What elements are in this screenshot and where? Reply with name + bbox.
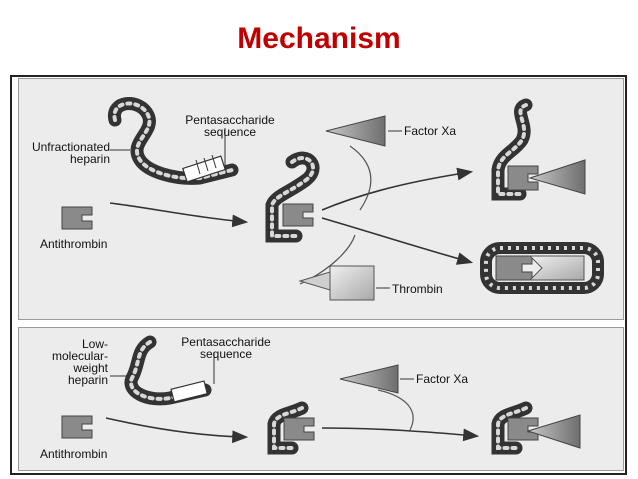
- antithrombin-label-bottom: Antithrombin: [40, 447, 108, 461]
- factor-xa-label-bottom: Factor Xa: [416, 372, 469, 386]
- antithrombin-label-top: Antithrombin: [40, 237, 108, 251]
- arrow-to-thrombin-complex: [321, 217, 474, 265]
- factor-xa-approach-curve: [349, 145, 372, 211]
- pentasaccharide-label-line1-top: Pentasaccharide: [185, 113, 275, 127]
- arrow-binding-top: [109, 202, 249, 228]
- thrombin-shape: [298, 265, 390, 301]
- lmwh-label-line4: heparin: [67, 373, 108, 387]
- lmwh-panel: [18, 327, 624, 471]
- pentasaccharide-label-line2-top: sequence: [203, 125, 257, 139]
- factor-xa-inhibited-complex-top: [491, 98, 586, 201]
- factor-xa-shape-top: [325, 115, 402, 147]
- antithrombin-shape-top: [61, 206, 93, 230]
- unfractionated-heparin-label-line1: Unfractionated: [31, 140, 110, 154]
- lmwh-antithrombin-complex: [267, 401, 315, 455]
- diagram-frame: [10, 75, 627, 475]
- pentasaccharide-label-line2-bottom: sequence: [199, 347, 253, 361]
- factor-xa-inhibited-complex-bottom: [491, 401, 581, 455]
- arrow-binding-bottom: [105, 417, 249, 444]
- lmwh-label-line3: weight: [73, 361, 108, 375]
- thrombin-label: Thrombin: [392, 282, 443, 296]
- slide-title: Mechanism: [237, 22, 401, 55]
- unfractionated-heparin-chain: [108, 97, 239, 185]
- unfractionated-heparin-label-line2: heparin: [69, 152, 110, 166]
- arrow-to-factor-xa-complex: [321, 167, 474, 211]
- arrow-to-factor-xa-bottom: [321, 427, 480, 442]
- factor-xa-approach-curve-bottom: [377, 389, 414, 431]
- lmwh-chain: [124, 335, 212, 406]
- heparin-antithrombin-complex: [265, 151, 320, 243]
- lmwh-label-line2: molecular-: [51, 349, 108, 363]
- pentasaccharide-label-line1-bottom: Pentasaccharide: [181, 335, 271, 349]
- pentasaccharide-block: [182, 154, 226, 183]
- thrombin-inhibited-complex: [480, 242, 604, 294]
- lmwh-label-line1: Low-: [81, 337, 108, 351]
- factor-xa-shape-bottom: [339, 364, 414, 394]
- antithrombin-shape-bottom: [61, 415, 93, 439]
- factor-xa-label-top: Factor Xa: [404, 124, 457, 138]
